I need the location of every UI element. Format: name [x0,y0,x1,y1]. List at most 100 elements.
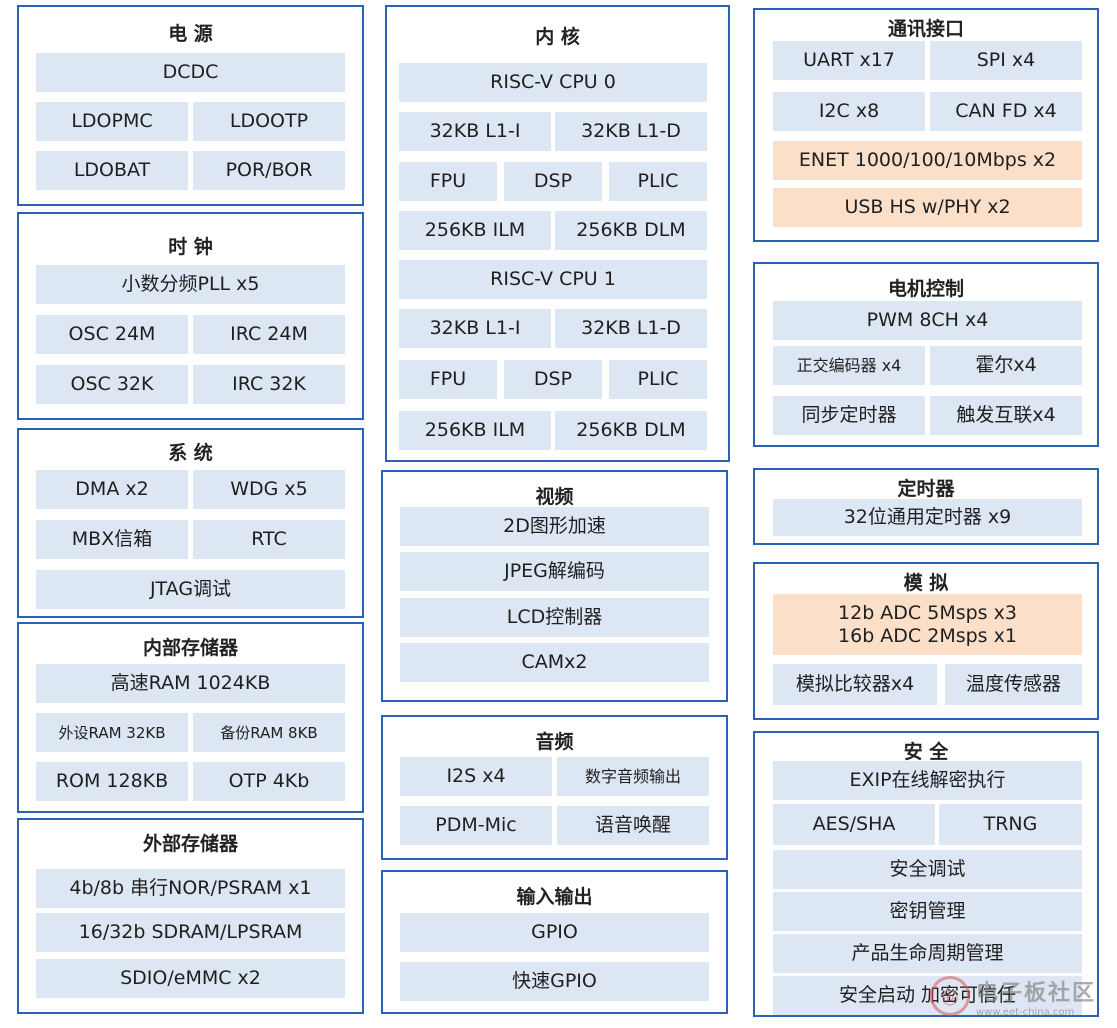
adc12-label: 12b ADC 5Msps x3 [838,601,1017,624]
motor-panel: 电机控制 PWM 8CH x4 正交编码器 x4 霍尔x4 同步定时器 触发互联… [753,262,1099,447]
cpu1-plic-block: PLIC [609,360,707,399]
lcd-block: LCD控制器 [400,598,709,637]
uart-block: UART x17 [773,41,925,80]
lifecycle-block: 产品生命周期管理 [773,934,1082,973]
audio-panel: 音频 I2S x4 数字音频输出 PDM-Mic 语音唤醒 [381,715,728,860]
gpio-block: GPIO [400,913,709,952]
secure-boot-block: 安全启动 加密可信任 [773,976,1082,1015]
video-title: 视频 [535,486,574,508]
dcdc-block: DCDC [36,53,345,92]
encoder-block: 正交编码器 x4 [773,346,925,385]
i2s-block: I2S x4 [400,757,552,796]
porbor-block: POR/BOR [193,151,345,190]
aes-sha-block: AES/SHA [773,804,935,845]
pll-block: 小数分频PLL x5 [36,265,345,304]
sdio-block: SDIO/eMMC x2 [36,959,345,998]
clock-panel: 时 钟 小数分频PLL x5 OSC 24M IRC 24M OSC 32K I… [17,212,364,420]
periph-ram-block: 外设RAM 32KB [36,713,188,752]
osc24m-block: OSC 24M [36,315,188,354]
cpu0-plic-block: PLIC [609,162,707,201]
voice-wake-block: 语音唤醒 [557,806,709,845]
security-panel: 安 全 EXIP在线解密执行 AES/SHA TRNG 安全调试 密钥管理 产品… [753,731,1099,1017]
dma-block: DMA x2 [36,470,188,509]
timer-title: 定时器 [897,478,955,500]
sync-timer-block: 同步定时器 [773,396,925,435]
cpu0-fpu-block: FPU [399,162,497,201]
cpu0-dsp-block: DSP [504,162,602,201]
cam-block: CAMx2 [400,643,709,682]
clock-title: 时 钟 [168,236,213,258]
irc24m-block: IRC 24M [193,315,345,354]
mbx-block: MBX信箱 [36,520,188,559]
pwm-block: PWM 8CH x4 [773,301,1082,340]
external-memory-title: 外部存储器 [142,833,238,855]
cpu0-ilm-block: 256KB ILM [399,211,551,250]
cpu0-l1i-block: 32KB L1-I [399,112,551,151]
i2c-block: I2C x8 [773,92,925,131]
cpu1-l1i-block: 32KB L1-I [399,309,551,348]
usb-block: USB HS w/PHY x2 [773,188,1082,227]
analog-title: 模 拟 [903,572,949,594]
security-title: 安 全 [903,741,949,763]
hall-block: 霍尔x4 [930,346,1082,385]
rom-block: ROM 128KB [36,762,188,801]
system-panel: 系 统 DMA x2 WDG x5 MBX信箱 RTC JTAG调试 [17,428,364,618]
ldootp-block: LDOOTP [193,102,345,141]
system-title: 系 统 [168,442,213,464]
io-title: 输入输出 [516,886,593,908]
cpu0-l1d-block: 32KB L1-D [555,112,707,151]
analog-panel: 模 拟 12b ADC 5Msps x3 16b ADC 2Msps x1 模拟… [753,562,1099,720]
audio-title: 音频 [535,731,574,753]
general-timer-block: 32位通用定时器 x9 [773,499,1082,536]
cpu1-dlm-block: 256KB DLM [555,411,707,450]
core-title: 内 核 [535,26,580,48]
power-title: 电 源 [168,23,213,45]
ldopmc-block: LDOPMC [36,102,188,141]
adc-block: 12b ADC 5Msps x3 16b ADC 2Msps x1 [773,594,1082,655]
cpu1-ilm-block: 256KB ILM [399,411,551,450]
sdram-block: 16/32b SDRAM/LPSRAM [36,913,345,952]
wdg-block: WDG x5 [193,470,345,509]
video-panel: 视频 2D图形加速 JPEG解编码 LCD控制器 CAMx2 [381,470,728,702]
adc16-label: 16b ADC 2Msps x1 [838,624,1017,647]
exip-block: EXIP在线解密执行 [773,761,1082,800]
cpu0-dlm-block: 256KB DLM [555,211,707,250]
otp-block: OTP 4Kb [193,762,345,801]
fast-gpio-block: 快速GPIO [400,962,709,1001]
cpu1-block: RISC-V CPU 1 [399,260,707,299]
canfd-block: CAN FD x4 [930,92,1082,131]
enet-block: ENET 1000/100/10Mbps x2 [773,141,1082,180]
core-panel: 内 核 RISC-V CPU 0 32KB L1-I 32KB L1-D FPU… [385,5,730,462]
comm-panel: 通讯接口 UART x17 SPI x4 I2C x8 CAN FD x4 EN… [753,8,1099,242]
internal-memory-title: 内部存储器 [142,637,238,659]
cpu1-dsp-block: DSP [504,360,602,399]
secure-debug-block: 安全调试 [773,850,1082,889]
jpeg-block: JPEG解编码 [400,552,709,591]
nor-block: 4b/8b 串行NOR/PSRAM x1 [36,869,345,908]
io-panel: 输入输出 GPIO 快速GPIO [381,870,728,1014]
pdm-mic-block: PDM-Mic [400,806,552,845]
temp-sensor-block: 温度传感器 [945,664,1082,705]
ldobat-block: LDOBAT [36,151,188,190]
cpu1-fpu-block: FPU [399,360,497,399]
irc32k-block: IRC 32K [193,365,345,404]
spi-block: SPI x4 [930,41,1082,80]
osc32k-block: OSC 32K [36,365,188,404]
cpu0-block: RISC-V CPU 0 [399,63,707,102]
power-panel: 电 源 DCDC LDOPMC LDOOTP LDOBAT POR/BOR [17,5,364,206]
motor-title: 电机控制 [887,278,964,300]
comparator-block: 模拟比较器x4 [773,664,937,705]
cpu1-l1d-block: 32KB L1-D [555,309,707,348]
internal-memory-panel: 内部存储器 高速RAM 1024KB 外设RAM 32KB 备份RAM 8KB … [17,622,364,813]
digital-audio-out-block: 数字音频输出 [557,757,709,796]
ram-block: 高速RAM 1024KB [36,664,345,703]
comm-title: 通讯接口 [887,18,964,40]
key-management-block: 密钥管理 [773,892,1082,931]
gfx2d-block: 2D图形加速 [400,507,709,546]
jtag-block: JTAG调试 [36,570,345,609]
trigger-block: 触发互联x4 [930,396,1082,435]
rtc-block: RTC [193,520,345,559]
trng-block: TRNG [939,804,1082,845]
external-memory-panel: 外部存储器 4b/8b 串行NOR/PSRAM x1 16/32b SDRAM/… [17,818,364,1014]
timer-panel: 定时器 32位通用定时器 x9 [753,468,1099,545]
